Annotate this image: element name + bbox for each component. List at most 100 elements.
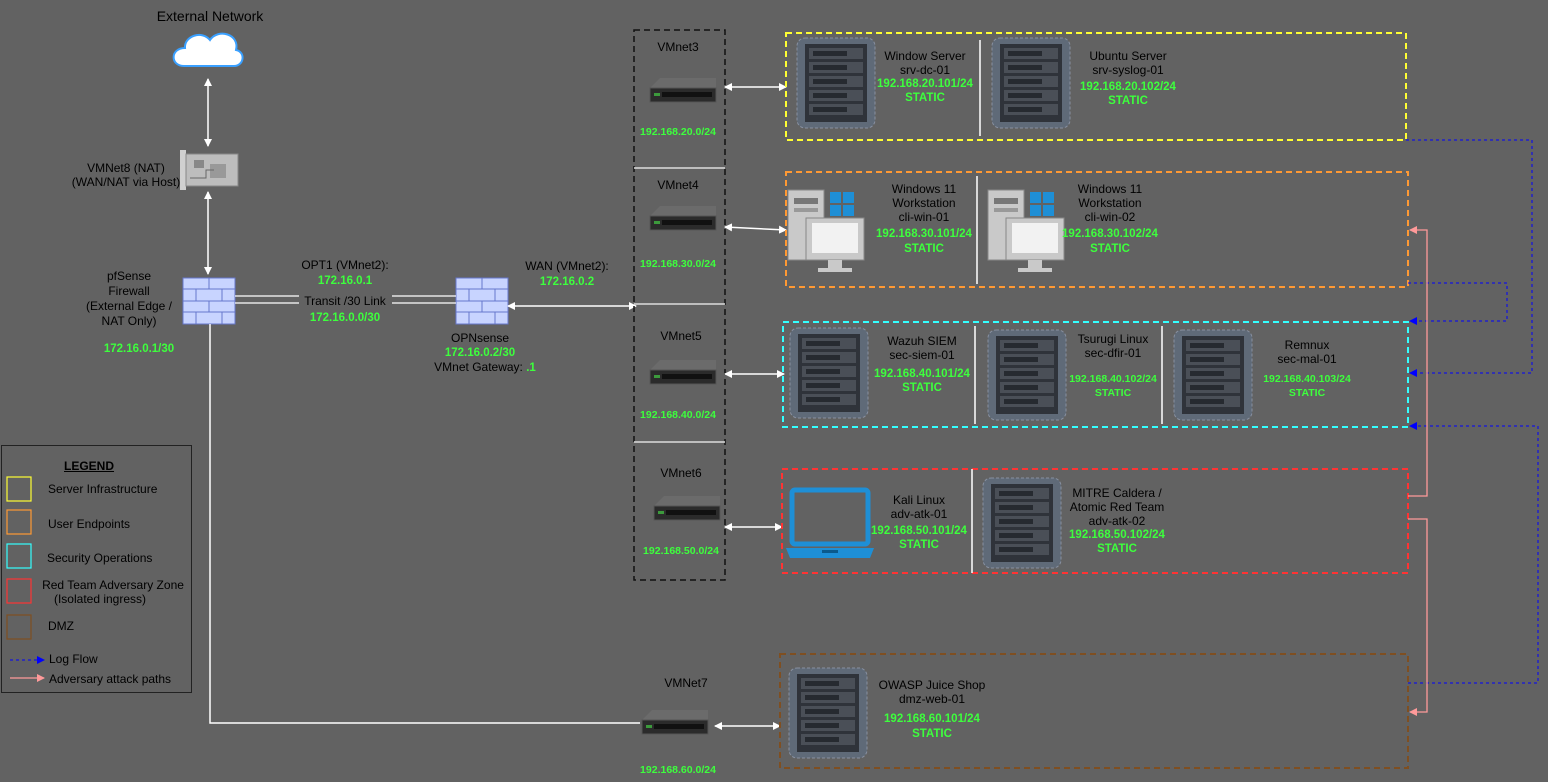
host-remnux-label: Remnux sec-mal-01 192.168.40.103/24 STAT… [1252, 338, 1362, 400]
host-win2-l3: cli-win-02 [1084, 210, 1136, 224]
vmnet8-line1: VMNet8 (NAT) [87, 161, 165, 175]
pfsense-l1: pfSense [106, 269, 152, 283]
host-syslog-l2: srv-syslog-01 [1092, 63, 1164, 77]
host-juice-l1: OWASP Juice Shop [878, 678, 986, 692]
transit-label: Transit /30 Link [304, 294, 386, 308]
opt1-ip: 172.16.0.1 [317, 275, 373, 287]
host-kali-label: Kali Linux adv-atk-01 192.168.50.101/24 … [864, 493, 974, 552]
remnux-server-icon [1173, 329, 1253, 421]
host-tsurugi-l1: Tsurugi Linux [1077, 332, 1149, 346]
dmz-zone [779, 653, 1409, 769]
host-win1-mode: STATIC [904, 243, 944, 255]
host-caldera-l3: adv-atk-02 [1088, 514, 1146, 528]
host-remnux-mode: STATIC [1288, 387, 1326, 399]
host-win2-mode: STATIC [1090, 243, 1130, 255]
juice-server-icon [788, 667, 868, 759]
host-syslog-mode: STATIC [1108, 95, 1148, 107]
switch-name: VMnet5 [660, 329, 702, 343]
host-remnux-l2: sec-mal-01 [1277, 352, 1337, 366]
host-tsurugi-mode: STATIC [1094, 387, 1132, 399]
vmnet8-label: VMNet8 (NAT) (WAN/NAT via Host) [60, 161, 192, 189]
syslog-server-icon [991, 37, 1071, 129]
host-caldera-ip: 192.168.50.102/24 [1069, 529, 1165, 541]
host-dc-mode: STATIC [905, 92, 945, 104]
pfsense-ip: 172.16.0.1/30 [103, 343, 175, 355]
legend-redteam-l1: Red Team Adversary Zone [42, 578, 184, 592]
host-juice-l2: dmz-web-01 [898, 692, 966, 706]
host-dc-ip: 192.168.20.101/24 [877, 78, 973, 90]
pfsense-firewall-icon [182, 277, 236, 325]
attack-path-2 [1408, 518, 1428, 716]
legend [1, 445, 192, 693]
host-kali-l1: Kali Linux [892, 493, 946, 507]
switch-name: VMnet6 [660, 466, 702, 480]
host-caldera-l1: MITRE Caldera / [1072, 486, 1162, 500]
host-syslog-label: Ubuntu Server srv-syslog-01 192.168.20.1… [1070, 49, 1186, 108]
legend-redteam: Red Team Adversary Zone (Isolated ingres… [40, 578, 186, 606]
host-kali-ip: 192.168.50.101/24 [871, 525, 967, 537]
host-kali-l2: adv-atk-01 [890, 507, 948, 521]
opnsense-label: OPNsense [450, 331, 510, 345]
host-dc-l1: Window Server [884, 49, 966, 63]
host-wazuh-l2: sec-siem-01 [889, 348, 955, 362]
switch-subnet: 192.168.60.0/24 [640, 764, 716, 776]
wan-label: WAN (VMnet2): [525, 259, 609, 273]
host-win1-l2: Workstation [892, 196, 956, 210]
host-caldera-mode: STATIC [1097, 543, 1137, 555]
log-flow-path-3 [1408, 422, 1539, 684]
host-remnux-l1: Remnux [1284, 338, 1330, 352]
host-win2-label: Windows 11 Workstation cli-win-02 192.16… [1052, 182, 1168, 256]
nic-card-icon [180, 150, 239, 190]
switch-subnet: 192.168.50.0/24 [643, 545, 719, 557]
legend-dmz: DMZ [48, 619, 74, 633]
cloud-icon [172, 32, 244, 67]
legend-title: LEGEND [64, 459, 115, 473]
tsurugi-server-icon [987, 329, 1067, 421]
host-remnux-ip: 192.168.40.103/24 [1263, 373, 1351, 385]
caldera-server-icon [982, 477, 1062, 569]
host-win1-l1: Windows 11 [891, 182, 957, 196]
opnsense-gw-label: VMnet Gateway: [434, 360, 523, 374]
host-tsurugi-label: Tsurugi Linux sec-dfir-01 192.168.40.102… [1058, 332, 1168, 400]
opnsense-ip: 172.16.0.2/30 [444, 347, 516, 359]
switch-name: VMNet7 [664, 676, 708, 690]
attack-path-1 [1408, 226, 1428, 497]
laptop-icon [786, 487, 874, 558]
host-syslog-ip: 192.168.20.102/24 [1080, 81, 1176, 93]
secops-zone [782, 321, 1409, 428]
host-juice-label: OWASP Juice Shop dmz-web-01 192.168.60.1… [874, 678, 990, 741]
host-wazuh-mode: STATIC [902, 382, 942, 394]
host-juice-mode: STATIC [912, 728, 952, 740]
vmnet8-line2: (WAN/NAT via Host) [71, 175, 181, 189]
switch-subnet: 192.168.20.0/24 [640, 126, 716, 138]
pfsense-l3: (External Edge / [85, 299, 173, 313]
pfsense-label: pfSense Firewall (External Edge / NAT On… [70, 269, 188, 329]
external-network-label: External Network [156, 8, 264, 24]
opnsense-firewall-icon [455, 277, 509, 325]
host-syslog-l1: Ubuntu Server [1089, 49, 1167, 63]
log-flow-path-2 [1408, 282, 1508, 325]
switch-name: VMnet4 [657, 178, 699, 192]
host-win2-l1: Windows 11 [1077, 182, 1143, 196]
host-win1-label: Windows 11 Workstation cli-win-01 192.16… [866, 182, 982, 256]
legend-endpoints: User Endpoints [48, 517, 131, 531]
host-kali-mode: STATIC [899, 539, 939, 551]
legend-secops: Security Operations [47, 551, 153, 565]
vmnet7-switch-icon [641, 709, 709, 735]
legend-redteam-l2: (Isolated ingress) [53, 592, 147, 606]
host-caldera-label: MITRE Caldera / Atomic Red Team adv-atk-… [1062, 486, 1172, 556]
legend-logflow: Log Flow [49, 652, 98, 666]
host-caldera-l2: Atomic Red Team [1069, 500, 1165, 514]
host-tsurugi-l2: sec-dfir-01 [1084, 346, 1142, 360]
host-wazuh-ip: 192.168.40.101/24 [874, 368, 970, 380]
host-wazuh-label: Wazuh SIEM sec-siem-01 192.168.40.101/24… [864, 334, 980, 395]
host-dc-label: Window Server srv-dc-01 192.168.20.101/2… [870, 49, 980, 105]
host-win2-l2: Workstation [1078, 196, 1142, 210]
dc-server-icon [796, 37, 876, 129]
host-tsurugi-ip: 192.168.40.102/24 [1069, 373, 1157, 385]
win1-workstation-icon [787, 189, 865, 273]
opt1-label: OPT1 (VMnet2): [301, 258, 389, 272]
host-win2-ip: 192.168.30.102/24 [1062, 228, 1158, 240]
host-juice-ip: 192.168.60.101/24 [884, 713, 980, 725]
